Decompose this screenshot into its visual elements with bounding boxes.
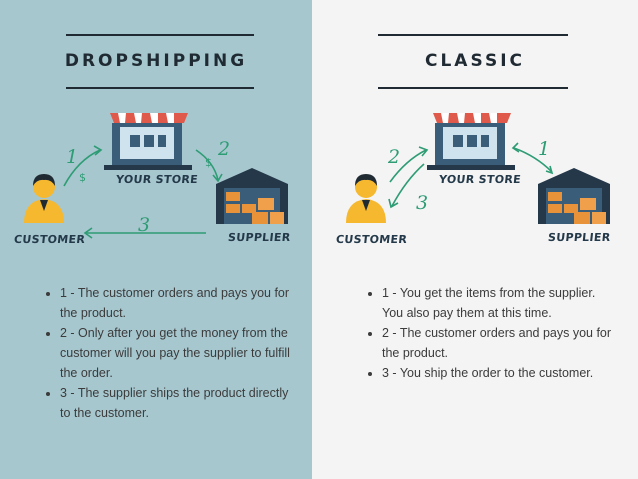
- list-item: 2 - The customer orders and pays you for…: [382, 323, 612, 363]
- customer-icon: [346, 174, 386, 223]
- title-top-rule: [66, 34, 254, 36]
- dropshipping-title: DROPSHIPPING: [64, 51, 248, 71]
- dropshipping-steps-list: 1 - The customer orders and pays you for…: [42, 283, 292, 423]
- customer-label: CUSTOMER: [335, 233, 408, 246]
- store-icon: [427, 113, 515, 170]
- list-item: 3 - You ship the order to the customer.: [382, 363, 612, 383]
- list-item: 3 - The supplier ships the product direc…: [60, 383, 292, 423]
- classic-panel: CLASSIC: [312, 0, 638, 479]
- list-item: 1 - You get the items from the supplier.…: [382, 283, 612, 323]
- store-label: YOUR STORE: [438, 173, 522, 186]
- step-2-number: 2: [218, 138, 231, 160]
- step-3-number: 3: [416, 192, 429, 214]
- payment-dollar-2: $: [205, 156, 212, 169]
- dropshipping-panel: DROPSHIPPING: [0, 0, 312, 479]
- customer-icon: [24, 174, 64, 223]
- store-icon: [104, 113, 192, 170]
- classic-diagram: [346, 113, 610, 224]
- list-item: 1 - The customer orders and pays you for…: [60, 283, 292, 323]
- step-3-number: 3: [138, 214, 151, 236]
- step-2-number: 2: [388, 146, 401, 168]
- arrow-icon: [63, 145, 223, 239]
- classic-steps-list: 1 - You get the items from the supplier.…: [364, 283, 612, 383]
- supplier-label: SUPPLIER: [227, 231, 292, 244]
- warehouse-icon: [216, 168, 288, 224]
- supplier-label: SUPPLIER: [547, 231, 612, 244]
- title-bottom-rule: [66, 87, 254, 89]
- payment-dollar-1: $: [79, 171, 86, 184]
- step-1-number: 1: [66, 146, 79, 168]
- customer-label: CUSTOMER: [13, 233, 86, 246]
- title-top-rule: [378, 34, 568, 36]
- store-label: YOUR STORE: [115, 173, 199, 186]
- list-item: 2 - Only after you get the money from th…: [60, 323, 292, 383]
- step-1-number: 1: [538, 138, 551, 160]
- classic-title: CLASSIC: [425, 51, 525, 71]
- warehouse-icon: [538, 168, 610, 224]
- arrow-icon: [388, 142, 554, 209]
- title-bottom-rule: [378, 87, 568, 89]
- dropshipping-diagram: [24, 113, 288, 239]
